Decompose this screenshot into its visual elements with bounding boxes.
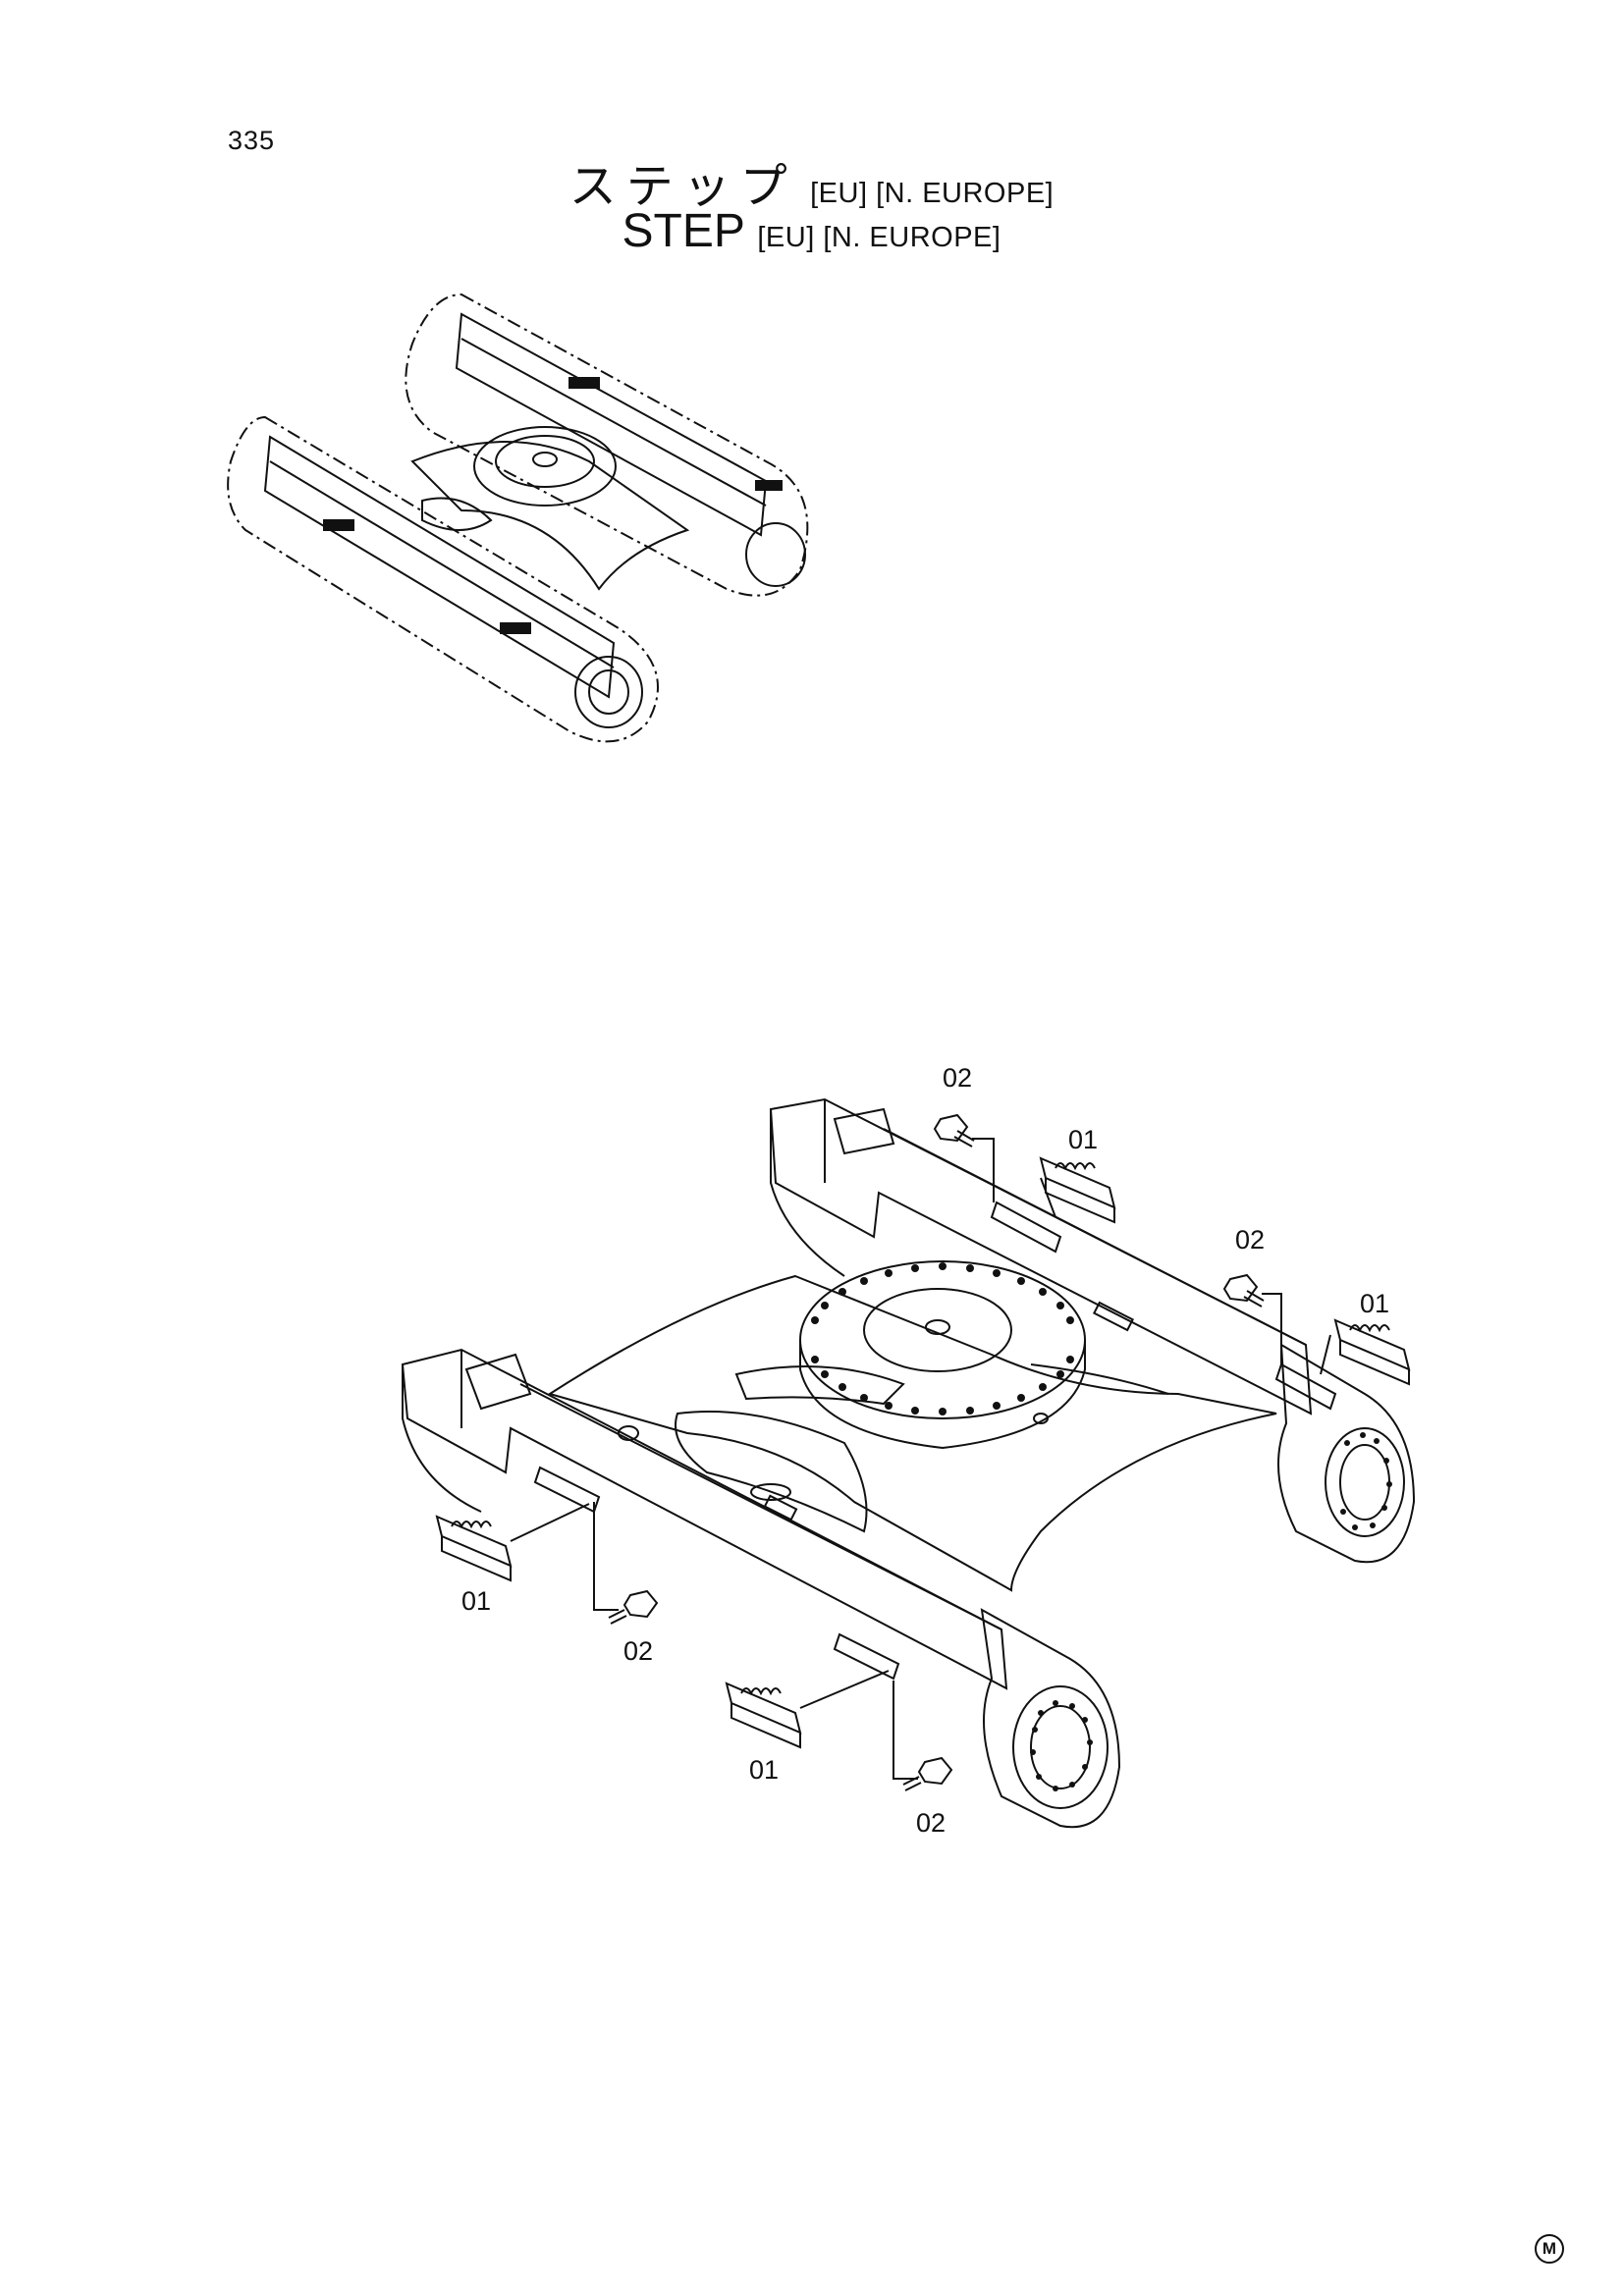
step-part-01-bottom [725,1682,802,1749]
swing-circle-inner [863,1288,1012,1372]
overview-front-frame [263,435,616,699]
overview-front-track [227,415,659,743]
overview-center-body [410,441,690,591]
callout-01-bottom: 01 [749,1755,779,1785]
title-japanese-text: ステップ [568,161,797,213]
title-english-suffix: [EU] [N. EUROPE] [757,222,1001,253]
page-number: 335 [228,126,276,155]
callout-01-left: 01 [461,1586,491,1616]
front-side-frame [401,1348,1008,1690]
bolt-part-02-bottom [902,1756,953,1791]
overview-undercarriage [227,293,809,743]
leader-lines [510,1138,1331,1780]
callout-02-bottom: 02 [916,1808,946,1838]
overview-step-4 [500,622,531,634]
step-part-01-right [1333,1318,1411,1386]
title-english-text: STEP [622,205,745,257]
overview-swing-circle [473,426,617,507]
swing-circle-center [925,1319,950,1335]
bolt-part-02-left [608,1589,659,1625]
title-english: STEP [EU] [N. EUROPE] [0,204,1623,258]
callout-02-right: 02 [1235,1225,1265,1255]
step-part-01-left [435,1515,513,1582]
front-sprocket-housing [980,1608,1121,1829]
title-japanese: ステップ [EU] [N. EUROPE] [0,147,1623,216]
callout-02-left: 02 [623,1636,653,1666]
frame-step-brackets [533,1201,1337,1681]
center-body [547,1274,1277,1592]
swing-circle-outer [799,1260,1086,1419]
swing-bolt-circle [811,1262,1074,1415]
body-cutout-2 [734,1365,905,1406]
overview-step-2 [755,480,783,491]
rear-sprocket-housing [1277,1343,1416,1564]
bolt-part-02-right [1222,1273,1265,1308]
callout-02-top: 02 [943,1063,972,1093]
step-part-01-top [1039,1156,1116,1224]
overview-rear-sprocket [745,522,806,587]
title-japanese-suffix: [EU] [N. EUROPE] [810,178,1055,209]
callout-01-top: 01 [1068,1125,1098,1154]
overview-step-1 [568,377,600,389]
callout-01-right: 01 [1360,1289,1389,1318]
overview-step-3 [323,519,354,531]
overview-rear-frame [455,312,768,537]
manufacturer-mark: M [1535,2234,1564,2264]
overview-front-sprocket [574,656,643,728]
main-undercarriage [401,1097,1416,1829]
bolt-part-02-top [933,1113,975,1148]
body-cutout-1 [675,1411,868,1533]
